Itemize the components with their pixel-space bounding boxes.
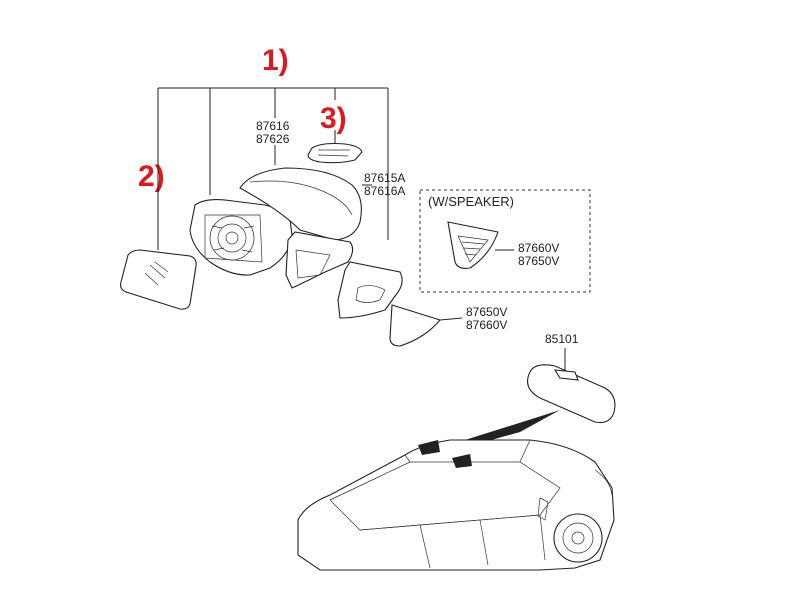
assembly-bracket-lines [157, 87, 389, 250]
part-number-85101: 85101 [545, 332, 579, 346]
part-number-87650v-lower: 87650V [466, 305, 507, 319]
speaker-variant-box [419, 189, 591, 293]
part-number-87615a: 87615A [364, 171, 405, 185]
part-number-87660v-speaker: 87660V [518, 241, 559, 255]
mirror-glass [120, 249, 197, 310]
vehicle-illustration [297, 439, 615, 571]
part-number-87616a: 87616A [364, 184, 405, 198]
part-number-87650v-speaker: 87650V [518, 254, 559, 268]
interior-rear-view-mirror [527, 364, 616, 424]
part-number-87616: 87616 [256, 119, 290, 133]
inner-triangle-cover [389, 304, 441, 347]
part-number-87626: 87626 [256, 132, 290, 146]
part-number-87660v-lower: 87660V [466, 318, 507, 332]
mirror-housing [189, 199, 293, 276]
callout-1: 1) [262, 44, 289, 77]
speaker-triangle-cover [447, 221, 499, 269]
callout-2: 2) [138, 160, 165, 193]
side-repeater-lamp [307, 142, 363, 164]
mirror-cover [239, 167, 362, 241]
mirror-bracket-plate [337, 261, 403, 319]
mirror-base-cover [285, 231, 354, 289]
speaker-variant-label: (W/SPEAKER) [428, 194, 514, 209]
callout-3: 3) [320, 102, 347, 135]
